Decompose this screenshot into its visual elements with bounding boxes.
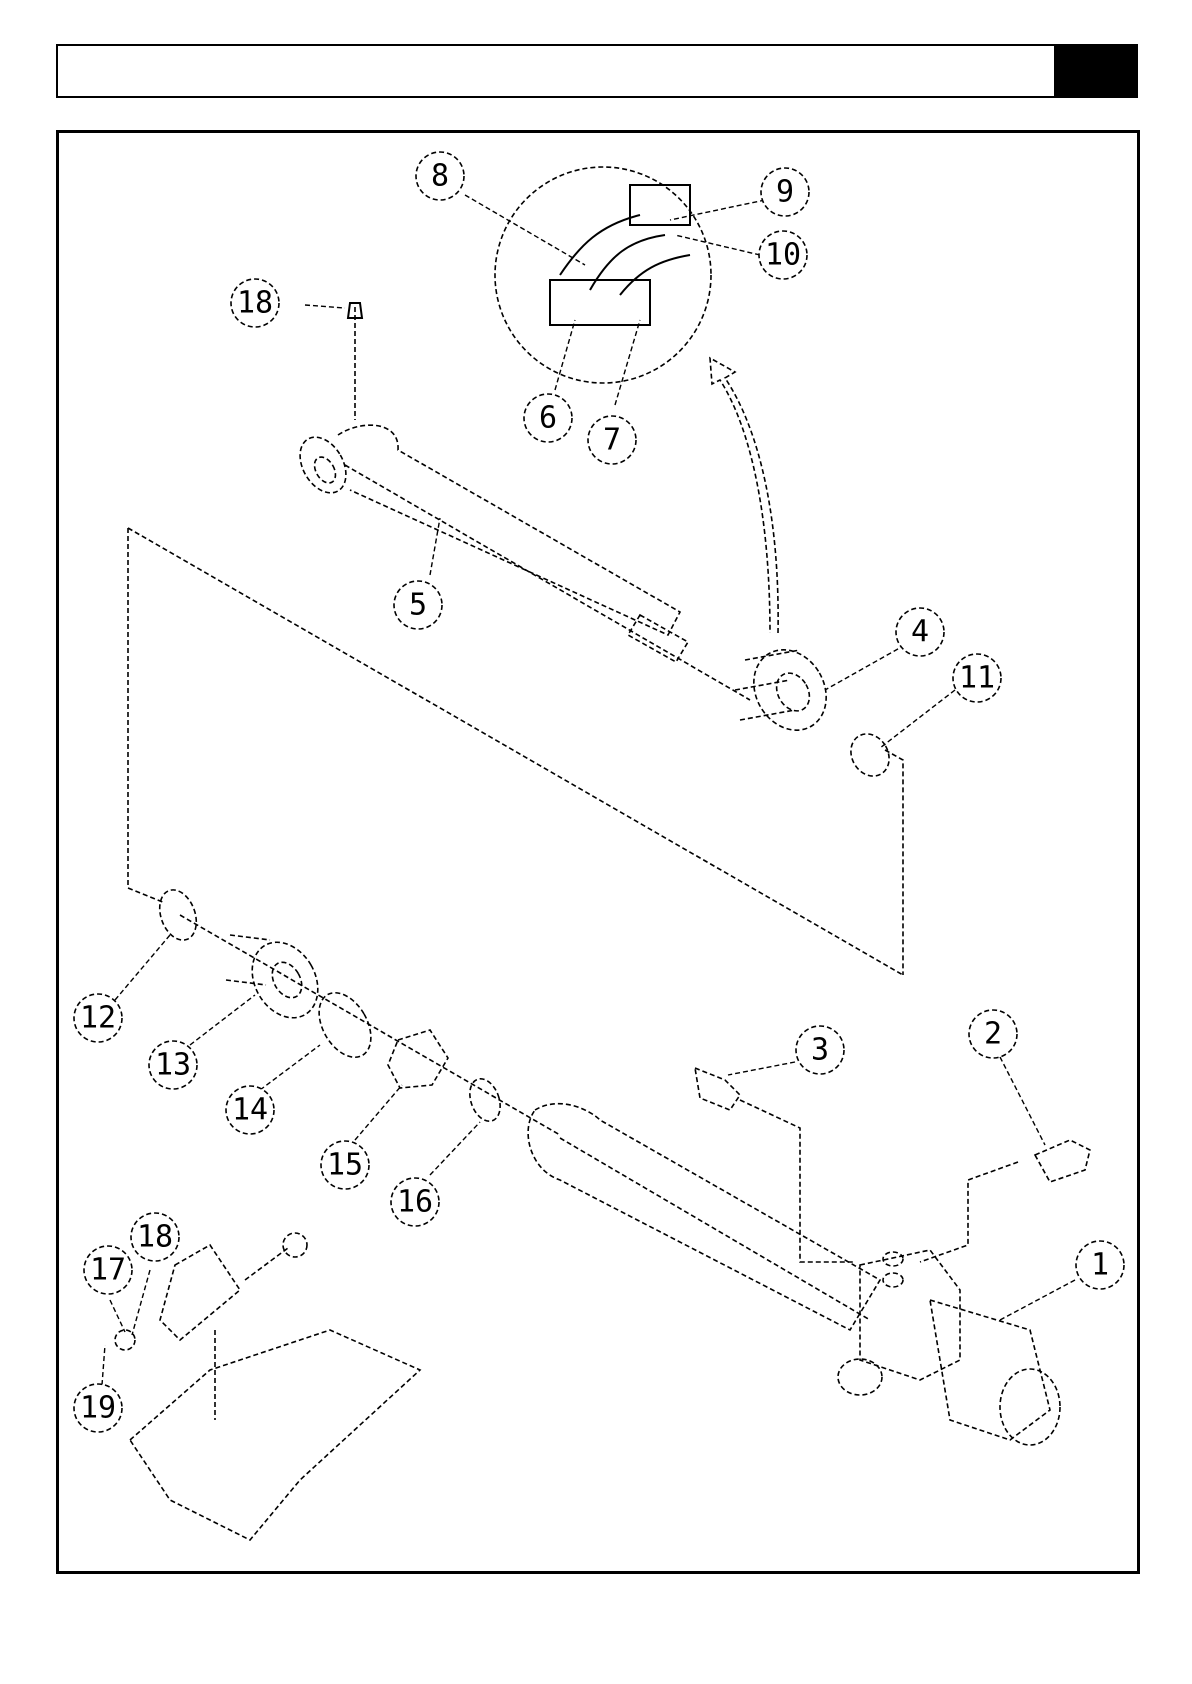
assembly-line-right	[885, 750, 903, 975]
detail-view-circle	[495, 167, 711, 383]
callout-8-label: 8	[431, 159, 449, 194]
callout-7-label: 7	[603, 423, 621, 458]
barrel-line-lower	[560, 1138, 870, 1320]
callout-4-label: 4	[911, 615, 929, 650]
callout-6-label: 6	[539, 401, 557, 436]
mounting-bracket	[130, 1330, 420, 1540]
callout-15-label: 15	[327, 1148, 363, 1183]
cylinder-end-cap	[930, 1300, 1050, 1440]
callout-16-label: 16	[397, 1185, 433, 1220]
rod-thread	[628, 615, 688, 662]
pin-line-2	[245, 1248, 288, 1280]
cylinder-end	[1000, 1369, 1060, 1445]
detail-piston-section	[550, 280, 650, 325]
callout-18-inset-label: 18	[137, 1220, 173, 1255]
cylinder-barrel	[528, 1104, 880, 1330]
callout-1-label: 1	[1091, 1248, 1109, 1283]
spacer-11	[843, 727, 896, 783]
callout-10-label: 10	[765, 238, 801, 273]
callout-2-label: 2	[984, 1017, 1002, 1052]
callout-13-label: 13	[155, 1048, 191, 1083]
bracket-bushing	[283, 1233, 307, 1257]
port-line-3	[740, 1100, 855, 1262]
rod-axis-line	[345, 465, 750, 700]
nut-15	[388, 1030, 448, 1088]
port-line-2	[920, 1162, 1018, 1262]
gland-13	[239, 930, 331, 1029]
detail-arrow	[710, 358, 778, 633]
callout-9-label: 9	[776, 175, 794, 210]
callout-17-label: 17	[90, 1253, 126, 1288]
callout-11-label: 11	[959, 661, 995, 696]
ring-12	[153, 885, 203, 945]
callout-18-top-label: 18	[237, 286, 273, 321]
callout-3-label: 3	[811, 1033, 829, 1068]
valve-3	[695, 1068, 740, 1110]
assembly-line-diagonal	[128, 528, 903, 975]
callout-19-label: 19	[80, 1391, 116, 1426]
bracket-clevis	[160, 1245, 240, 1340]
fitting-2	[1035, 1140, 1090, 1182]
cylinder-head-block	[860, 1250, 960, 1380]
callout-5-label: 5	[409, 588, 427, 623]
callout-12-label: 12	[80, 1001, 116, 1036]
callout-14-label: 14	[232, 1093, 268, 1128]
assembly-line-left	[128, 528, 165, 903]
